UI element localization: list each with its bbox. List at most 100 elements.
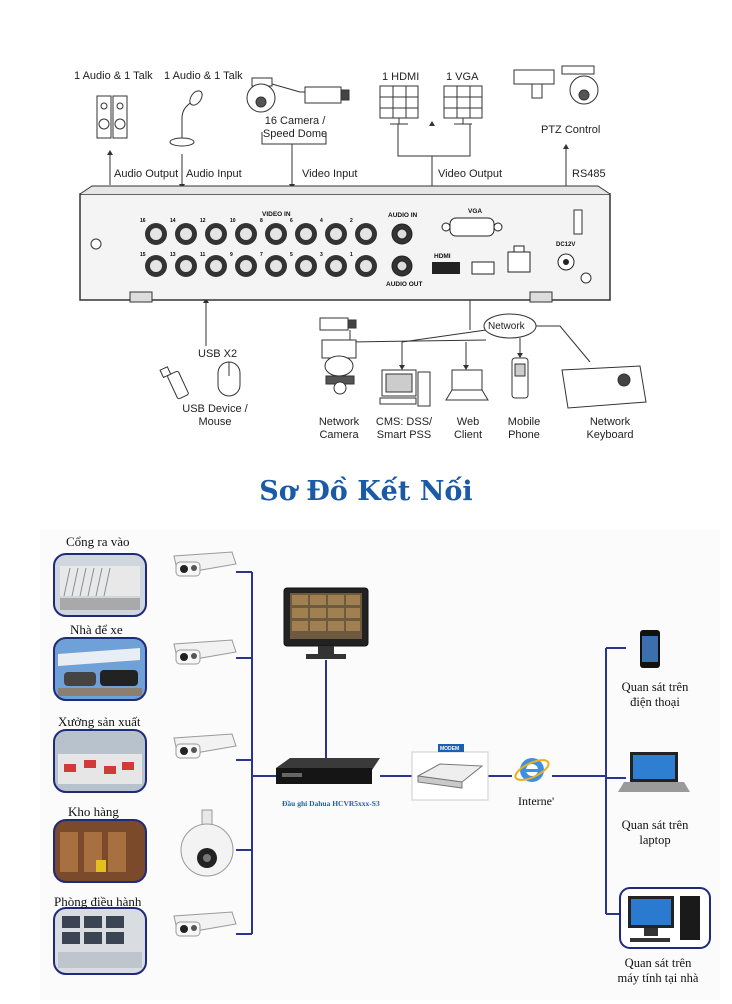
bullet-camera-icon bbox=[173, 733, 237, 759]
bullet-camera-icon bbox=[173, 639, 237, 665]
location-label: Xưởng sản xuất bbox=[58, 714, 141, 729]
channel-number: 16 bbox=[140, 218, 146, 224]
panel-dc: DC12V bbox=[556, 242, 575, 248]
channel-number: 14 bbox=[170, 218, 176, 224]
ethernet-port bbox=[507, 245, 531, 273]
speed-dome-camera-icon bbox=[180, 809, 234, 877]
cms-label: CMS: DSS/ Smart PSS bbox=[375, 416, 433, 441]
audio-out-device-label: 1 Audio & 1 Talk bbox=[74, 70, 153, 82]
audio-in-device-label: 1 Audio & 1 Talk bbox=[164, 70, 243, 82]
bnc-connector-center bbox=[150, 228, 162, 240]
mobile-phone-icon bbox=[511, 357, 529, 399]
channel-number: 11 bbox=[200, 252, 206, 258]
panel-hdmi: HDMI bbox=[434, 253, 451, 260]
modem-label: MODEM bbox=[440, 746, 459, 752]
connection-lines: Đầu ghi Dahua HCVR5xxx-S3 MODEM bbox=[53, 551, 711, 975]
modem-icon bbox=[411, 744, 489, 801]
hdmi-port bbox=[432, 262, 460, 274]
network-label: Network bbox=[488, 321, 525, 332]
photo-warehouse bbox=[53, 819, 147, 883]
channel-number: 5 bbox=[290, 252, 293, 258]
location-label: Phòng điều hành bbox=[54, 894, 142, 909]
bullet-camera-icon bbox=[173, 911, 237, 937]
bnc-connector-center bbox=[210, 260, 222, 272]
network-camera-icon bbox=[319, 317, 357, 395]
channel-number: 2 bbox=[350, 218, 353, 224]
bnc-connector-center bbox=[180, 228, 192, 240]
rs485-label: RS485 bbox=[572, 168, 606, 180]
audio-output-label: Audio Output bbox=[114, 168, 179, 180]
channel-number: 8 bbox=[260, 218, 263, 224]
desktop-view-label: Quan sát trên máy tính tại nhà bbox=[617, 956, 699, 985]
internet-explorer-icon bbox=[514, 758, 550, 782]
network-keyboard-icon bbox=[561, 365, 647, 409]
panel-audio-out: AUDIO OUT bbox=[386, 281, 423, 288]
channel-number: 10 bbox=[230, 218, 236, 224]
hdmi-label: 1 HDMI bbox=[382, 71, 420, 83]
mouse-icon bbox=[217, 361, 241, 397]
usb-device-label: USB Device / Mouse bbox=[182, 403, 248, 428]
microphone-icon bbox=[169, 90, 203, 147]
channel-number: 4 bbox=[320, 218, 323, 224]
channel-number: 3 bbox=[320, 252, 323, 258]
channel-number: 6 bbox=[290, 218, 293, 224]
network-keyboard-label: Network Keyboard bbox=[586, 416, 634, 441]
recorder-label: Đầu ghi Dahua HCVR5xxx-S3 bbox=[282, 799, 380, 808]
bnc-connector-center bbox=[270, 260, 282, 272]
panel-vga: VGA bbox=[468, 208, 482, 215]
audio-input-label: Audio Input bbox=[186, 168, 242, 180]
location-label: Nhà để xe bbox=[70, 622, 123, 637]
power-port bbox=[557, 253, 575, 271]
section-title: Sơ Đồ Kết Nối bbox=[259, 476, 473, 507]
network-cloud-icon bbox=[483, 313, 537, 339]
smartphone-icon bbox=[640, 630, 660, 668]
channel-number: 1 bbox=[350, 252, 353, 258]
phone-view-label: Quan sát trên điện thoại bbox=[621, 680, 689, 709]
laptop-icon bbox=[618, 752, 690, 792]
channel-number: 7 bbox=[260, 252, 263, 258]
camera-label: 16 Camera / Speed Dome bbox=[262, 115, 328, 140]
desktop-computer-icon bbox=[619, 887, 711, 949]
ptz-label: PTZ Control bbox=[541, 124, 601, 136]
hdmi-monitor-icon bbox=[379, 85, 419, 125]
audio-connectors bbox=[391, 223, 413, 277]
bnc-connector-center bbox=[360, 260, 372, 272]
panel-audio-in: AUDIO IN bbox=[388, 212, 418, 219]
recorder-icon bbox=[276, 758, 380, 784]
bnc-connector-center bbox=[240, 260, 252, 272]
internet-label: Interne' bbox=[518, 794, 555, 808]
usb-stick-icon bbox=[159, 366, 189, 400]
bnc-connector-center bbox=[330, 260, 342, 272]
vga-label: 1 VGA bbox=[446, 71, 479, 83]
laptop-icon bbox=[445, 369, 489, 401]
channel-number: 15 bbox=[140, 252, 146, 258]
vga-monitor-icon bbox=[443, 85, 483, 125]
bnc-connector-center bbox=[150, 260, 162, 272]
photo-gate bbox=[53, 553, 147, 617]
cms-computer-icon bbox=[379, 369, 431, 407]
bnc-connector-center bbox=[360, 228, 372, 240]
usb-port bbox=[471, 261, 495, 275]
network-camera-label: Network Camera bbox=[318, 416, 360, 441]
bnc-connectors: 16 14 12 10 8 6 4 2 15 13 11 9 7 5 3 1 bbox=[140, 218, 377, 277]
bnc-connector-center bbox=[270, 228, 282, 240]
bullet-camera-icon bbox=[173, 551, 237, 937]
video-output-label: Video Output bbox=[438, 168, 503, 180]
channel-number: 9 bbox=[230, 252, 233, 258]
mobile-phone-label: Mobile Phone bbox=[507, 416, 541, 441]
photo-control-room bbox=[53, 907, 147, 975]
panel-video-in: VIDEO IN bbox=[262, 211, 291, 218]
channel-number: 13 bbox=[170, 252, 176, 258]
bnc-connector-center bbox=[300, 228, 312, 240]
web-client-label: Web Client bbox=[453, 416, 483, 441]
video-input-label: Video Input bbox=[302, 168, 358, 180]
ptz-camera-icon bbox=[513, 65, 599, 105]
bnc-connector-center bbox=[240, 228, 252, 240]
speed-dome-icon bbox=[246, 77, 301, 113]
speaker-icon bbox=[96, 95, 128, 139]
location-label: Cổng ra vào bbox=[66, 534, 130, 549]
channel-number: 12 bbox=[200, 218, 206, 224]
photo-parking bbox=[53, 637, 147, 701]
bnc-connector-center bbox=[300, 260, 312, 272]
bullet-camera-icon bbox=[173, 551, 237, 577]
